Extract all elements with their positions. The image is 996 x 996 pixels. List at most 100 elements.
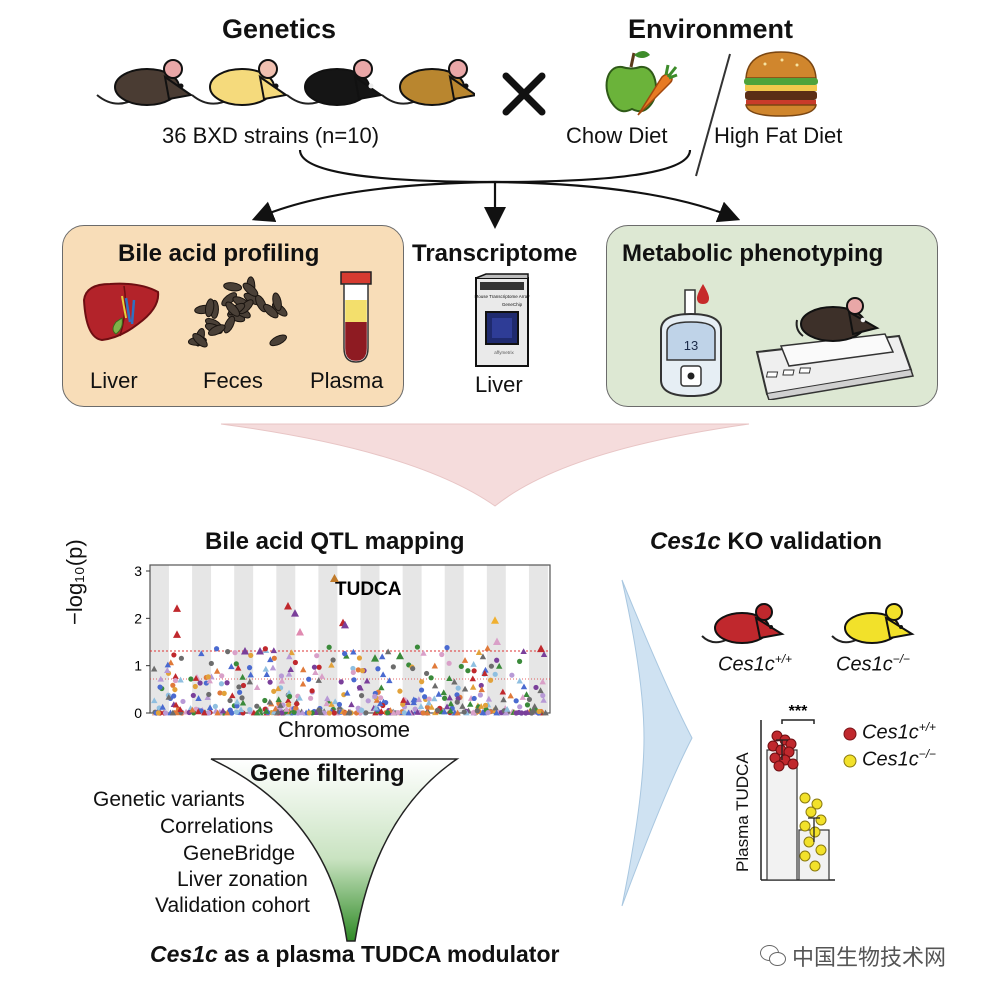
qtl-point <box>507 692 514 699</box>
qtl-point <box>524 702 531 708</box>
ko-data-point <box>803 836 815 848</box>
ko-legend-ko-marker <box>843 754 857 768</box>
qtl-point <box>502 709 510 716</box>
qtl-point <box>172 701 180 708</box>
qtl-point <box>446 675 453 682</box>
qtl-point <box>239 699 247 706</box>
ko-bar-chart: *** <box>760 703 835 881</box>
wt-label: Ces1c <box>718 653 775 676</box>
qtl-point <box>533 684 539 691</box>
qtl-point <box>293 705 299 711</box>
ko-genotype-label: Ces1c−/− <box>836 652 910 677</box>
qtl-point <box>435 690 442 697</box>
qtl-point <box>316 664 322 670</box>
qtl-point <box>386 677 393 684</box>
qtl-point <box>451 678 458 685</box>
qtl-point <box>240 682 247 689</box>
qtl-peak-point <box>396 651 404 660</box>
qtl-point <box>278 673 285 679</box>
qtl-point <box>385 710 391 716</box>
bxd-mice-illustration <box>96 59 475 106</box>
feces-pellet <box>192 333 208 348</box>
significance-stars: *** <box>789 703 808 720</box>
qtl-point <box>267 679 273 685</box>
qtl-point <box>308 695 314 701</box>
gene-filter-funnel <box>210 758 460 942</box>
qtl-point <box>482 702 489 708</box>
qtl-point <box>410 665 416 672</box>
qtl-point <box>516 677 523 684</box>
qtl-peak-point <box>256 646 264 655</box>
qtl-peak-point <box>491 616 499 624</box>
qtl-point <box>470 661 477 667</box>
qtl-point <box>306 710 312 716</box>
qtl-point <box>170 682 176 688</box>
qtl-point <box>270 647 278 654</box>
qtl-peak-point <box>291 609 299 617</box>
qtl-point <box>347 710 353 716</box>
qtl-point <box>277 705 284 712</box>
qtl-point <box>461 657 469 663</box>
qtl-point <box>513 698 519 704</box>
ko-data-point <box>799 792 811 804</box>
wt-data-point <box>787 758 799 770</box>
ko-data-point <box>799 820 811 832</box>
qtl-point <box>467 700 474 707</box>
chow-diet-label: Chow Diet <box>566 123 668 148</box>
qtl-point <box>180 698 186 705</box>
qtl-point <box>206 691 212 698</box>
qtl-point <box>197 680 203 686</box>
strains-label: 36 BXD strains (n=10) <box>162 123 380 148</box>
cross-icon <box>502 72 546 116</box>
qtl-point <box>531 703 538 709</box>
qtl-point <box>306 676 312 682</box>
chip-text-genechip: GeneChip <box>502 302 523 307</box>
qtl-point <box>461 709 467 715</box>
qtl-ytick: 0 <box>134 705 142 721</box>
plasma-tube-icon <box>340 271 372 363</box>
qtl-point <box>432 709 439 716</box>
watermark-text: 中国生物技术网 <box>792 945 947 970</box>
ko-data-point <box>811 798 823 810</box>
transcriptome-title: Transcriptome <box>412 240 578 267</box>
qtl-point <box>423 670 430 677</box>
qtl-point <box>395 709 401 716</box>
ko-data-point <box>809 826 821 838</box>
qtl-point <box>454 699 460 705</box>
qtl-point <box>233 661 239 667</box>
feces-pellet <box>223 315 236 334</box>
qtl-point <box>217 690 223 696</box>
gene-chip-icon: Mouse Transcriptome Array GeneChip affym… <box>474 273 530 367</box>
tudca-peak-marker <box>330 574 339 582</box>
qtl-point <box>275 696 282 703</box>
qtl-point <box>198 650 205 657</box>
qtl-point <box>172 677 179 684</box>
qtl-point <box>300 666 307 673</box>
watermark: 中国生物技术网 <box>760 940 946 972</box>
qtl-point <box>253 684 261 691</box>
qtl-point <box>155 710 161 716</box>
chromosome-band <box>528 565 548 713</box>
qtl-point <box>225 649 231 655</box>
qtl-point <box>219 707 227 714</box>
qtl-point <box>288 649 295 656</box>
legend-wt-sup: +/+ <box>918 720 937 734</box>
qtl-point <box>420 710 426 716</box>
qtl-point <box>164 667 171 674</box>
bile-item-plasma: Plasma <box>310 368 384 393</box>
qtl-ytick: 2 <box>134 610 142 626</box>
wt-genotype-label: Ces1c+/+ <box>718 652 792 677</box>
mouse-icon-brown <box>96 59 194 106</box>
tudca-annotation: TUDCA <box>335 579 402 600</box>
qtl-point <box>492 671 498 677</box>
qtl-point <box>420 649 427 656</box>
qtl-point <box>311 664 318 670</box>
qtl-point <box>517 658 523 664</box>
qtl-point <box>443 703 451 710</box>
chromosome-band <box>150 565 169 713</box>
qtl-point <box>484 644 491 651</box>
qtl-point <box>405 709 412 716</box>
qtl-point <box>431 662 439 669</box>
qtl-point <box>195 708 202 715</box>
qtl-point <box>365 698 371 704</box>
